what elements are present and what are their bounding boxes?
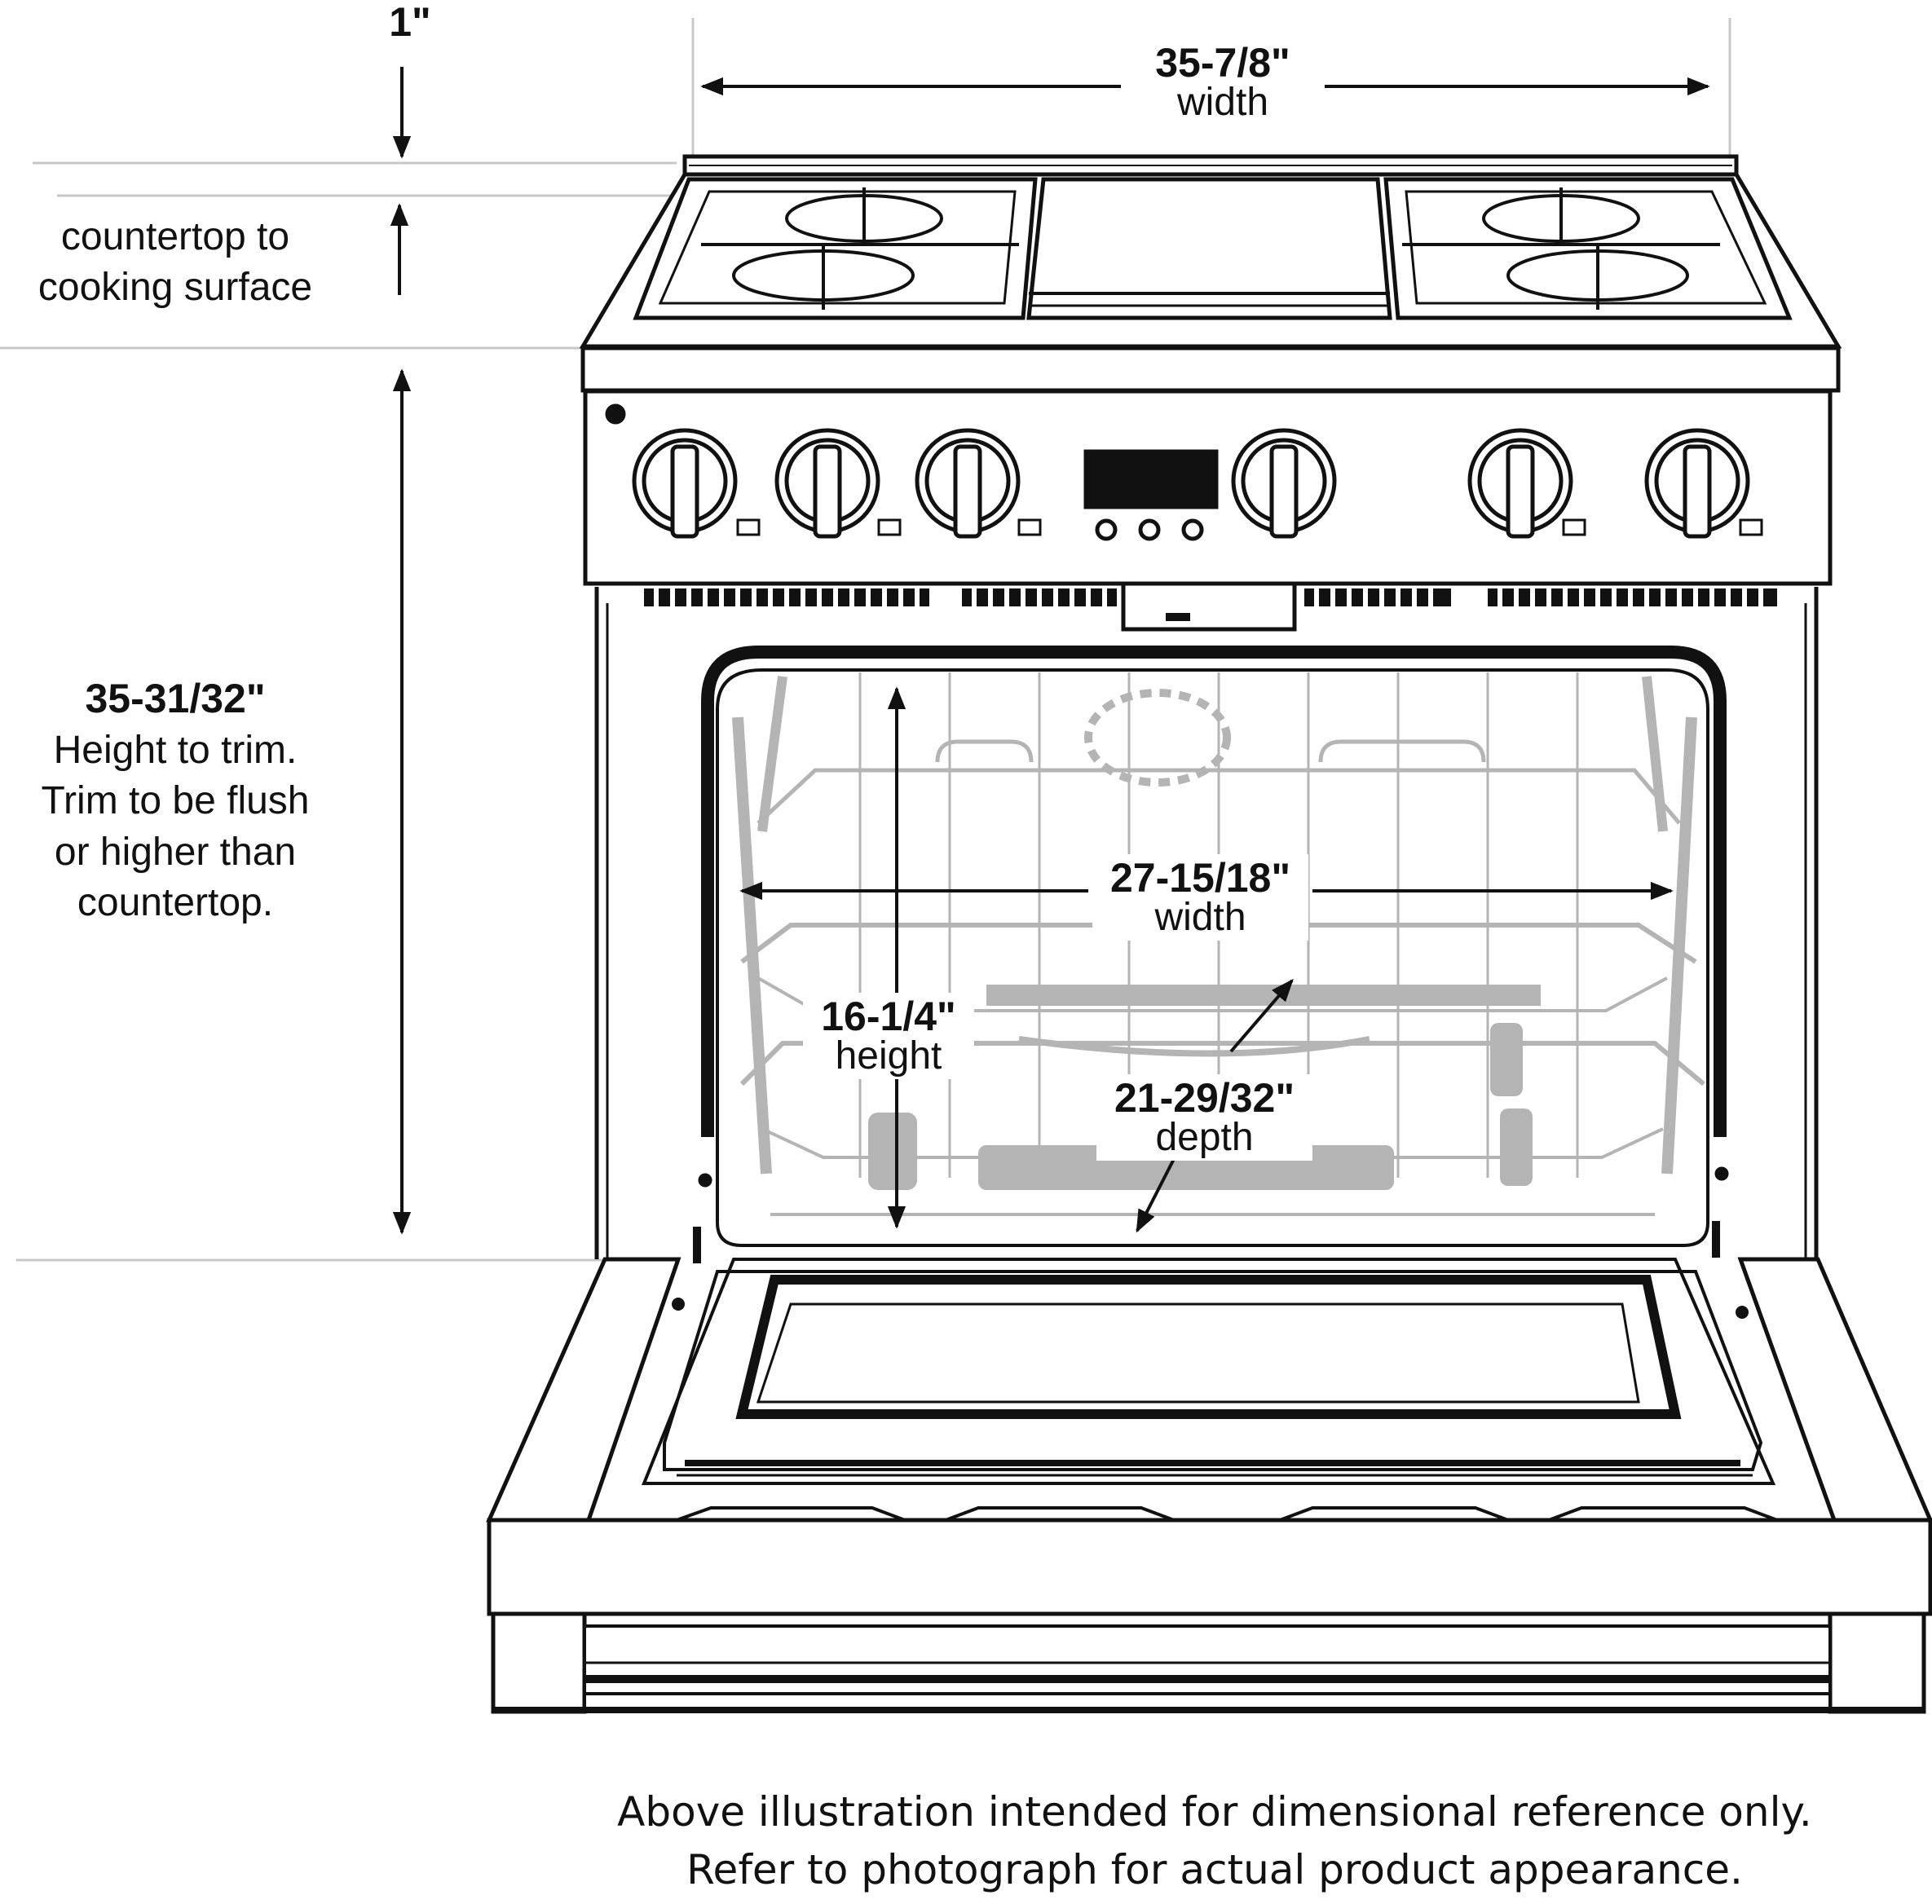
overall-width-label: 35-7/8" width — [1125, 42, 1321, 122]
oven-depth-label: 21-29/32" depth — [1096, 1074, 1312, 1161]
trim-height-line1: Height to trim. — [53, 729, 298, 772]
oven-body — [594, 587, 1819, 1259]
control-panel — [583, 389, 1833, 586]
oven-depth-arrow-down — [1136, 1158, 1176, 1233]
interior-arrows — [739, 686, 1674, 1233]
trim-height-line3: or higher than — [54, 830, 297, 874]
knob-4 — [1231, 428, 1337, 539]
dimension-arrows — [390, 67, 1710, 1235]
footnote: Above illustration intended for dimensio… — [587, 1783, 1842, 1899]
footnote-line2: Refer to photograph for actual product a… — [686, 1846, 1743, 1893]
clock-display — [1083, 449, 1219, 509]
oven-door — [486, 1257, 1932, 1616]
footnote-line1: Above illustration intended for dimensio… — [617, 1788, 1812, 1836]
oven-width-label: 27-15/18" width — [1092, 854, 1308, 941]
door-latch — [1121, 581, 1297, 632]
oven-width-value: 27-15/18" — [1109, 855, 1291, 901]
trim-height-label: 35-31/32" Height to trim. Trim to be flu… — [8, 672, 342, 929]
trim-height-line4: countertop. — [77, 881, 274, 925]
oven-height-value: 16-1/4" — [821, 994, 956, 1039]
oven-width-caption: width — [1154, 896, 1246, 939]
knob-5 — [1467, 428, 1573, 539]
top-gap-value: 1" — [375, 2, 445, 42]
counter-label-line1: countertop to — [60, 215, 290, 258]
oven-depth-value: 21-29/32" — [1114, 1075, 1295, 1121]
door-hinges — [672, 1221, 1749, 1319]
knob-2 — [774, 428, 880, 539]
trim-height-value: 35-31/32" — [85, 676, 266, 721]
cooktop — [579, 154, 1842, 393]
reference-lines — [0, 18, 1731, 1262]
oven-depth-arrow-up — [1229, 978, 1294, 1053]
oven-height-label: 16-1/4" height — [803, 993, 974, 1079]
oven-height-caption: height — [835, 1034, 942, 1078]
trim-height-line2: Trim to be flush — [41, 779, 310, 823]
knob-3 — [915, 428, 1021, 539]
oven-depth-caption: depth — [1155, 1116, 1254, 1159]
knob-6 — [1644, 428, 1750, 539]
knob-1 — [632, 428, 738, 539]
counter-label: countertop to cooking surface — [16, 212, 334, 314]
overall-width-value: 35-7/8" — [1155, 40, 1290, 86]
base-drawer — [491, 1611, 1926, 1714]
overall-width-caption: width — [1176, 81, 1269, 124]
counter-label-line2: cooking surface — [37, 266, 313, 310]
